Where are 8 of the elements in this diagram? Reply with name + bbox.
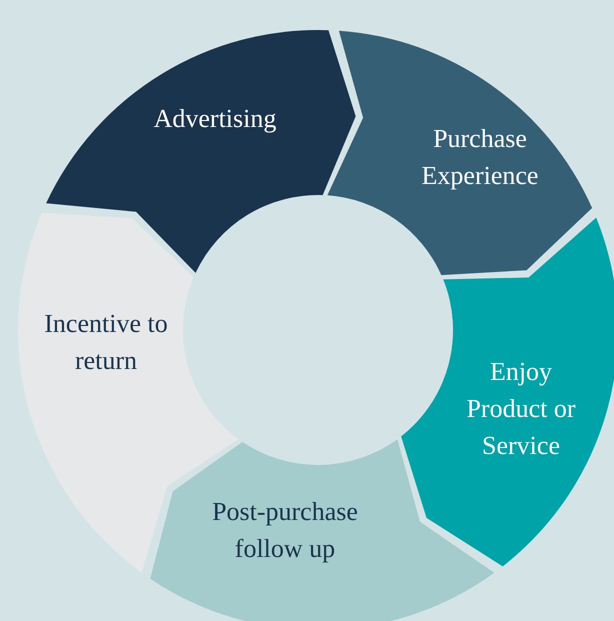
segment-label: Incentive to return xyxy=(43,308,169,377)
segment-label: Advertising xyxy=(154,102,276,135)
segment-label: Purchase Experience xyxy=(420,123,540,192)
chevron-segment xyxy=(327,30,592,276)
segment-label: Enjoy Product or Service xyxy=(465,356,577,462)
segment-label: Post-purchase follow up xyxy=(211,496,359,565)
chevron-segment xyxy=(401,218,614,566)
chevron-segment xyxy=(46,30,356,273)
